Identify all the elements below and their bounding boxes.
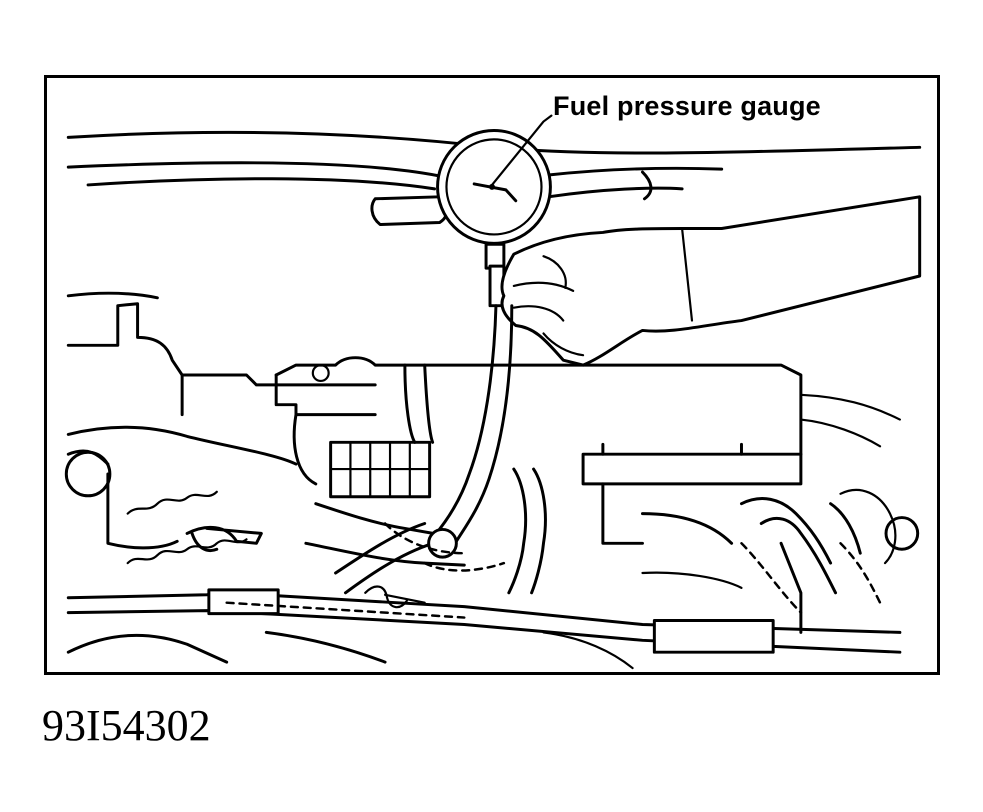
gauge-dial xyxy=(436,128,552,308)
illustration-frame xyxy=(44,75,940,675)
engine-right-components xyxy=(601,482,920,634)
engine-left-components xyxy=(64,291,377,565)
figure-id: 93I54302 xyxy=(42,701,211,750)
intake-bends xyxy=(66,630,634,670)
air-intake-housing xyxy=(274,356,901,486)
fuel-lines xyxy=(304,467,547,595)
fuel-pressure-gauge-label: Fuel pressure gauge xyxy=(553,91,821,121)
engine-bay-illustration xyxy=(64,114,922,670)
gauge-hose xyxy=(433,304,514,543)
lower-fuel-rail xyxy=(66,585,902,654)
callout-leader-line xyxy=(490,114,553,187)
hand-holding-gauge xyxy=(500,195,922,367)
regulator-block xyxy=(292,363,435,499)
